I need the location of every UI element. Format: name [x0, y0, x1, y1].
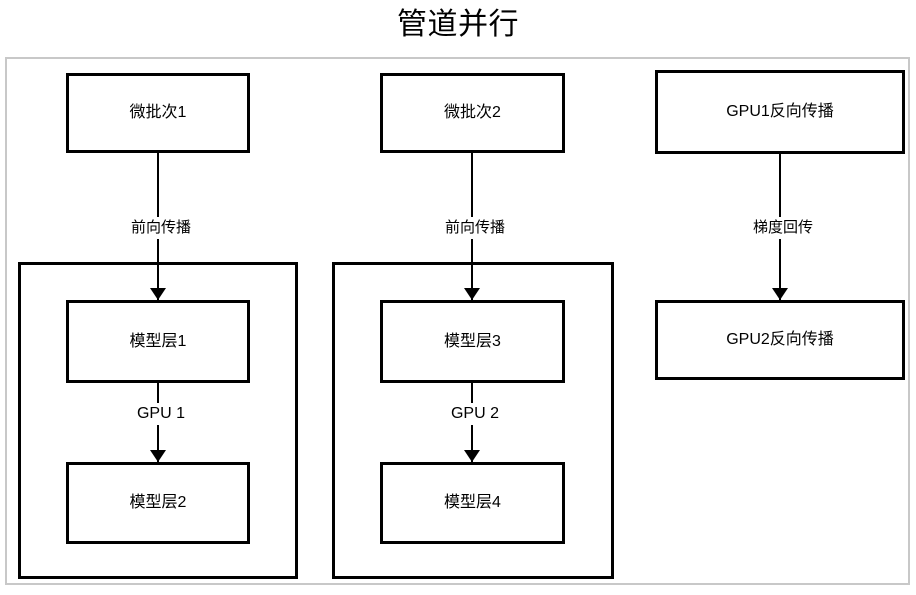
node-microbatch-2[interactable]: 微批次2 — [380, 73, 565, 153]
arrowhead-down-icon — [464, 450, 480, 462]
edge-label-forward-2: 前向传播 — [420, 217, 530, 239]
arrowhead-down-icon — [150, 450, 166, 462]
node-model-layer-2[interactable]: 模型层2 — [66, 462, 250, 544]
edge-label-forward-1: 前向传播 — [106, 217, 216, 239]
node-gpu2-backward[interactable]: GPU2反向传播 — [655, 300, 905, 380]
arrowhead-down-icon — [150, 288, 166, 300]
arrowhead-down-icon — [464, 288, 480, 300]
edge-label-gradient: 梯度回传 — [728, 217, 838, 239]
node-model-layer-3[interactable]: 模型层3 — [380, 300, 565, 383]
edge-label-gpu-1: GPU 1 — [116, 403, 206, 425]
node-gpu1-backward[interactable]: GPU1反向传播 — [655, 70, 905, 154]
page-title: 管道并行 — [397, 8, 519, 41]
edge-label-gpu-2: GPU 2 — [430, 403, 520, 425]
node-model-layer-4[interactable]: 模型层4 — [380, 462, 565, 544]
arrowhead-down-icon — [772, 288, 788, 300]
gpu-group-2 — [332, 262, 614, 579]
node-model-layer-1[interactable]: 模型层1 — [66, 300, 250, 383]
node-microbatch-1[interactable]: 微批次1 — [66, 73, 250, 153]
